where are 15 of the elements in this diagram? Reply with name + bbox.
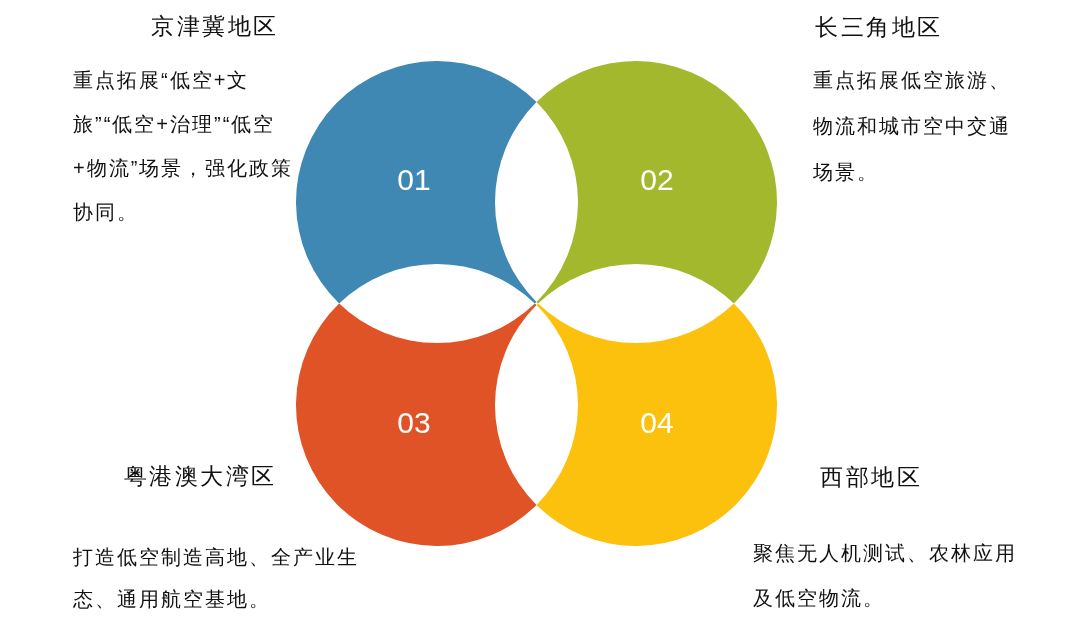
region-heading: 西部地区 — [820, 463, 922, 492]
section-number: 02 — [640, 164, 674, 196]
region-description: 打造低空制造高地、全产业生态、通用航空基地。 — [73, 545, 360, 612]
section-number: 03 — [397, 407, 431, 439]
circle-segment — [295, 303, 537, 547]
region-description: 聚焦无人机测试、农林应用及低空物流。 — [753, 541, 1018, 611]
circle-segment — [536, 61, 778, 305]
region-heading: 京津冀地区 — [151, 12, 279, 41]
section-number: 04 — [640, 407, 674, 439]
region-description: 重点拓展“低空+文旅”“低空+治理”“低空+物流”场景，强化政策协同。 — [73, 68, 295, 225]
region-description: 重点拓展低空旅游、物流和城市空中交通场景。 — [813, 68, 1012, 185]
region-heading: 粤港澳大湾区 — [123, 462, 277, 491]
circle-segment — [295, 60, 537, 304]
section-number: 01 — [397, 164, 431, 196]
region-heading: 长三角地区 — [815, 13, 943, 42]
